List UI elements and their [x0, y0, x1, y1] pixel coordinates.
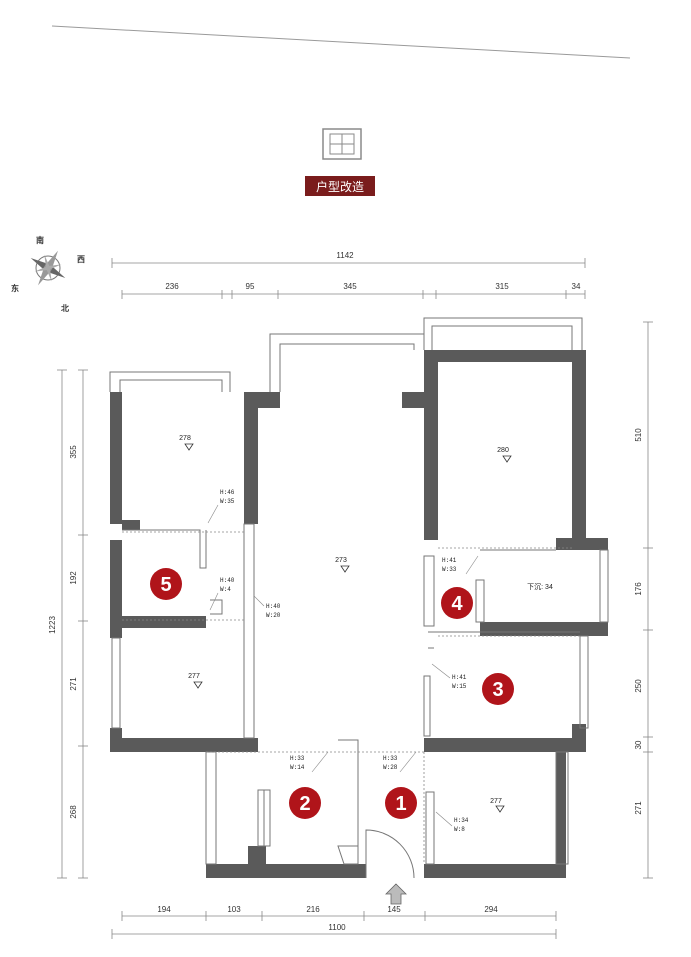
compass-icon: [30, 250, 66, 286]
compass-east: 东: [11, 283, 19, 293]
dim-left-4: 268: [69, 805, 78, 819]
header-rule: [51, 25, 631, 59]
note-f-w: W:14: [290, 764, 305, 771]
outline-lines: [109, 317, 609, 879]
bottom-dimension-lines: [111, 911, 557, 939]
note-h-h: H:34: [454, 817, 469, 824]
svg-text:5: 5: [160, 574, 171, 596]
dim-top-3: 345: [343, 282, 357, 291]
note-e-w: W:15: [452, 683, 467, 690]
svg-text:4: 4: [451, 593, 463, 615]
note-b-h: H:40: [220, 577, 235, 584]
badge-5: 5: [150, 568, 182, 600]
room-label-mid-left: 277: [188, 673, 200, 680]
dim-left-total: 1223: [48, 616, 57, 634]
right-dimension-lines: [643, 321, 653, 879]
room-label-sunken: 下沉: 34: [527, 583, 553, 591]
note-f-h: H:33: [290, 755, 305, 762]
svg-text:3: 3: [492, 679, 503, 701]
note-a-h: H:46: [220, 489, 235, 496]
dim-top-4: 315: [495, 282, 509, 291]
badge-1: 1: [385, 787, 417, 819]
compass-west: 西: [77, 255, 85, 264]
compass-north: 北: [61, 303, 69, 313]
room-label-top-left: 278: [179, 435, 191, 442]
dim-left-1: 355: [69, 445, 78, 459]
dim-bottom-3: 216: [306, 905, 320, 914]
dimension-notes: H:46 W:35 H:40 W:4 H:40 W:20 H:41 W:33 H…: [207, 489, 479, 833]
room-label-living: 273: [335, 557, 347, 564]
svg-text:2: 2: [299, 793, 310, 815]
page-title: 户型改造: [316, 179, 364, 194]
note-c-h: H:40: [266, 603, 281, 610]
note-e-h: H:41: [452, 674, 467, 681]
dim-top-total: 1142: [336, 251, 354, 260]
room-label-bottom-right: 277: [490, 798, 502, 805]
floor-plan-icon: [322, 128, 362, 160]
dim-right-3: 250: [634, 679, 643, 693]
dim-left-2: 192: [69, 571, 78, 585]
badge-4: 4: [441, 587, 473, 619]
dim-top-5: 34: [572, 282, 581, 291]
note-g-h: H:33: [383, 755, 398, 762]
dim-top-1: 236: [165, 282, 179, 291]
note-b-w: W:4: [220, 586, 231, 593]
level-markers: [184, 443, 512, 813]
dim-top-2: 95: [246, 282, 255, 291]
dim-bottom-2: 103: [227, 905, 241, 914]
note-d-w: W:33: [442, 566, 457, 573]
dim-right-4: 30: [634, 740, 643, 749]
title-label-bg: [305, 176, 375, 196]
note-d-h: H:41: [442, 557, 457, 564]
top-dimension-lines: [111, 258, 586, 299]
dim-bottom-5: 294: [484, 905, 498, 914]
note-g-w: W:28: [383, 764, 398, 771]
left-dimension-lines: [57, 369, 88, 879]
note-c-w: W:20: [266, 612, 281, 619]
note-h-w: W:8: [454, 826, 465, 833]
dim-bottom-4: 145: [387, 905, 401, 914]
dim-bottom-1: 194: [157, 905, 171, 914]
dim-left-3: 271: [69, 677, 78, 691]
dim-right-1: 510: [634, 428, 643, 442]
dim-right-2: 176: [634, 582, 643, 596]
room-label-top-right: 280: [497, 447, 509, 454]
room-separators: [122, 531, 580, 864]
dim-right-5: 271: [634, 801, 643, 815]
badge-3: 3: [482, 673, 514, 705]
dim-bottom-total: 1100: [328, 923, 346, 932]
note-a-w: W:35: [220, 498, 235, 505]
entrance-arrow-icon: [385, 883, 407, 905]
badge-2: 2: [289, 787, 321, 819]
walls: [110, 350, 608, 878]
svg-text:1: 1: [395, 793, 406, 815]
compass-south: 南: [36, 235, 44, 245]
